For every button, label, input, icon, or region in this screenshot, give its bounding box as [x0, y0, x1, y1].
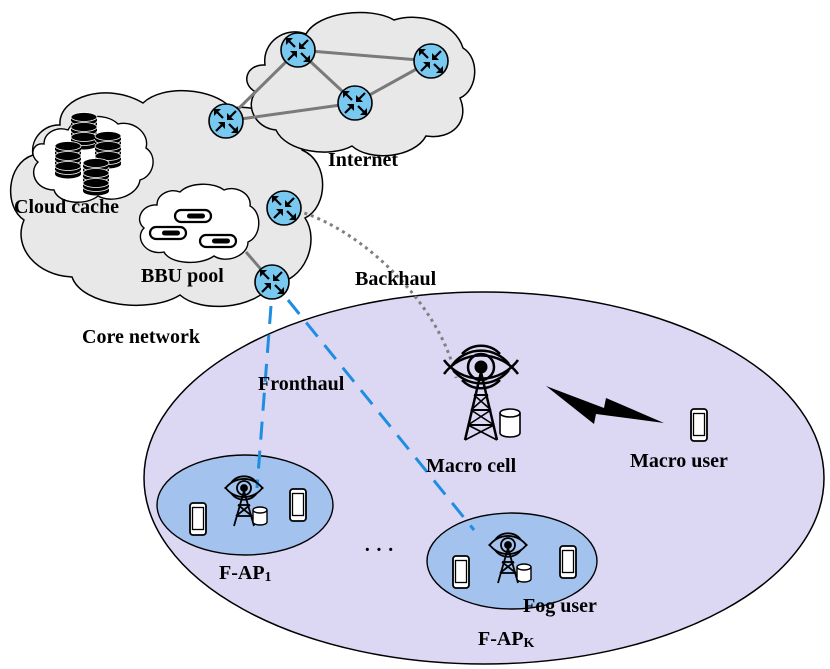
- fog-user-phone-icon: [289, 488, 307, 522]
- macro-cell-label: Macro cell: [426, 455, 517, 477]
- fap-1-cache-icon: [252, 506, 268, 526]
- fog-user-phone-icon: [452, 555, 470, 589]
- fap-1-label: F-AP1: [219, 562, 272, 585]
- fog-user-phone-icon: [189, 502, 207, 536]
- macro-cell-coverage: [143, 291, 825, 665]
- database-icon: [54, 141, 82, 179]
- macro-cache-icon: [499, 408, 521, 438]
- bbu-pool-label: BBU pool: [141, 265, 224, 287]
- fap-1-tower-icon: [224, 475, 264, 527]
- core-network-label: Core network: [82, 326, 201, 348]
- internet-label: Internet: [328, 149, 398, 171]
- router-icon: [207, 102, 245, 140]
- router-icon: [265, 189, 303, 227]
- macro-tower-icon: [442, 344, 520, 441]
- fog-user-label: Fog user: [523, 595, 597, 617]
- fap-k-label: F-APK: [478, 628, 535, 651]
- router-icon: [253, 263, 291, 301]
- internet-cloud: [246, 11, 476, 157]
- wireless-link-icon: [546, 386, 664, 424]
- router-icon: [336, 84, 374, 122]
- macro-user-phone-icon: [690, 408, 708, 442]
- database-icon: [82, 158, 110, 196]
- ellipsis-label: · · ·: [364, 539, 394, 561]
- fronthaul-links: [255, 299, 476, 531]
- router-icon: [412, 42, 450, 80]
- backhaul-label: Backhaul: [355, 268, 437, 290]
- fap-k-cache-icon: [516, 563, 532, 583]
- macro-user-label: Macro user: [630, 450, 728, 472]
- cloud-cache-label: Cloud cache: [14, 196, 119, 218]
- router-icon: [279, 31, 317, 69]
- fronthaul-label: Fronthaul: [258, 373, 345, 395]
- fog-user-phone-icon: [559, 545, 577, 579]
